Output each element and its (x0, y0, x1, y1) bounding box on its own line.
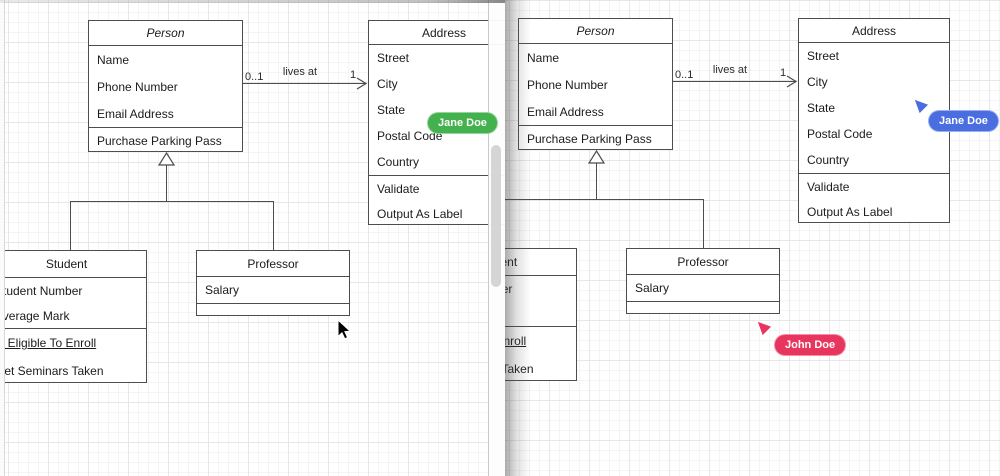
class-person[interactable]: Person Name Phone Number Email Address P… (88, 20, 243, 152)
inheritance-line[interactable] (70, 201, 71, 250)
class-attribute: State (807, 101, 836, 115)
class-title: Person (89, 21, 242, 46)
collaborator-badge-jane-doe: Jane Doe (928, 110, 999, 133)
class-attribute: City (377, 77, 398, 91)
methods-compartment-empty (197, 303, 349, 316)
class-method: Get Seminars Taken (505, 361, 534, 376)
class-attribute: Postal Code (377, 129, 443, 143)
class-attribute: State (377, 103, 406, 117)
class-title: Person (519, 19, 672, 44)
methods-compartment: Validate Output As Label (799, 173, 949, 224)
remote-cursor-jane-icon (913, 98, 930, 115)
class-address[interactable]: Address Street City State Postal Code Co… (798, 18, 950, 223)
class-method: Purchase Parking Pass (527, 131, 652, 146)
class-attribute: Salary (205, 283, 240, 297)
collaborator-badge-jane-doe: Jane Doe (427, 112, 498, 135)
inheritance-line[interactable] (505, 199, 704, 200)
class-attribute: Country (377, 155, 420, 169)
class-method: Purchase Parking Pass (97, 133, 222, 148)
collaborator-badge-john-doe: John Doe (774, 334, 847, 357)
class-attribute: Street (377, 51, 410, 65)
class-title: Student (0, 251, 146, 278)
left-diagram-window: Person Name Phone Number Email Address P… (0, 0, 505, 476)
inheritance-line[interactable] (166, 165, 167, 201)
inheritance-line[interactable] (70, 201, 274, 202)
class-attribute: Email Address (97, 106, 174, 121)
class-attribute: Student Number (0, 283, 83, 298)
multiplicity-source: 0..1 (675, 69, 694, 81)
association-line[interactable] (673, 81, 796, 82)
class-student[interactable]: Student Student Number Average Mark Is E… (0, 250, 147, 383)
association-label: lives at (712, 64, 748, 76)
right-diagram-window: Person Name Phone Number Email Address P… (505, 0, 1000, 476)
window-left-edge (0, 0, 5, 476)
class-attribute: Student Number (505, 281, 513, 296)
class-attribute: Name (527, 50, 560, 65)
multiplicity-target: 1 (350, 69, 357, 81)
methods-compartment: Is Eligible To Enroll Get Seminars Taken (505, 326, 576, 382)
inheritance-line[interactable] (596, 163, 597, 199)
class-method: Output As Label (377, 206, 463, 221)
class-title: Professor (197, 251, 349, 277)
methods-compartment: Is Eligible To Enroll Get Seminars Taken (0, 328, 146, 384)
class-title: Address (799, 19, 949, 43)
class-method: Output As Label (807, 204, 893, 219)
class-professor[interactable]: Professor Salary (626, 248, 780, 314)
class-professor[interactable]: Professor Salary (196, 250, 350, 316)
inheritance-line[interactable] (703, 199, 704, 248)
class-title: Address (369, 21, 505, 45)
class-attribute: Phone Number (97, 79, 178, 94)
methods-compartment: Purchase Parking Pass (89, 127, 242, 153)
class-attribute: Name (97, 52, 130, 67)
class-attribute: Average Mark (0, 308, 70, 323)
class-method-static: Is Eligible To Enroll (505, 334, 527, 348)
remote-cursor-john-icon (756, 320, 773, 337)
class-attribute: Country (807, 153, 850, 167)
association-label: lives at (282, 66, 318, 78)
class-method: Validate (807, 179, 850, 194)
inheritance-triangle-icon (588, 150, 605, 164)
class-attribute: Salary (635, 281, 670, 295)
inheritance-line[interactable] (273, 201, 274, 250)
scrollbar-thumb[interactable] (491, 145, 501, 287)
class-attribute: Average Mark (505, 301, 576, 326)
class-method: Get Seminars Taken (0, 363, 104, 378)
open-arrowhead-icon (356, 77, 367, 90)
class-attribute: Street (807, 49, 840, 63)
mouse-cursor-icon (337, 319, 352, 340)
methods-compartment: Validate Output As Label (369, 175, 505, 226)
inheritance-triangle-icon (158, 152, 175, 166)
window-top-edge (0, 0, 505, 3)
class-method: Validate (377, 181, 420, 196)
class-attribute: City (807, 75, 828, 89)
class-attribute: Phone Number (527, 77, 608, 92)
class-method-static: Is Eligible To Enroll (0, 336, 97, 350)
multiplicity-source: 0..1 (245, 71, 264, 83)
association-line[interactable] (243, 83, 366, 84)
methods-compartment: Purchase Parking Pass (519, 125, 672, 151)
class-title: Student (505, 249, 576, 276)
class-student[interactable]: Student Student Number Average Mark Is E… (505, 248, 577, 381)
class-attribute: Postal Code (807, 127, 873, 141)
class-person[interactable]: Person Name Phone Number Email Address P… (518, 18, 673, 150)
class-attribute: Email Address (527, 104, 604, 119)
class-title: Professor (627, 249, 779, 275)
multiplicity-target: 1 (780, 67, 787, 79)
open-arrowhead-icon (786, 75, 797, 88)
methods-compartment-empty (627, 301, 779, 314)
